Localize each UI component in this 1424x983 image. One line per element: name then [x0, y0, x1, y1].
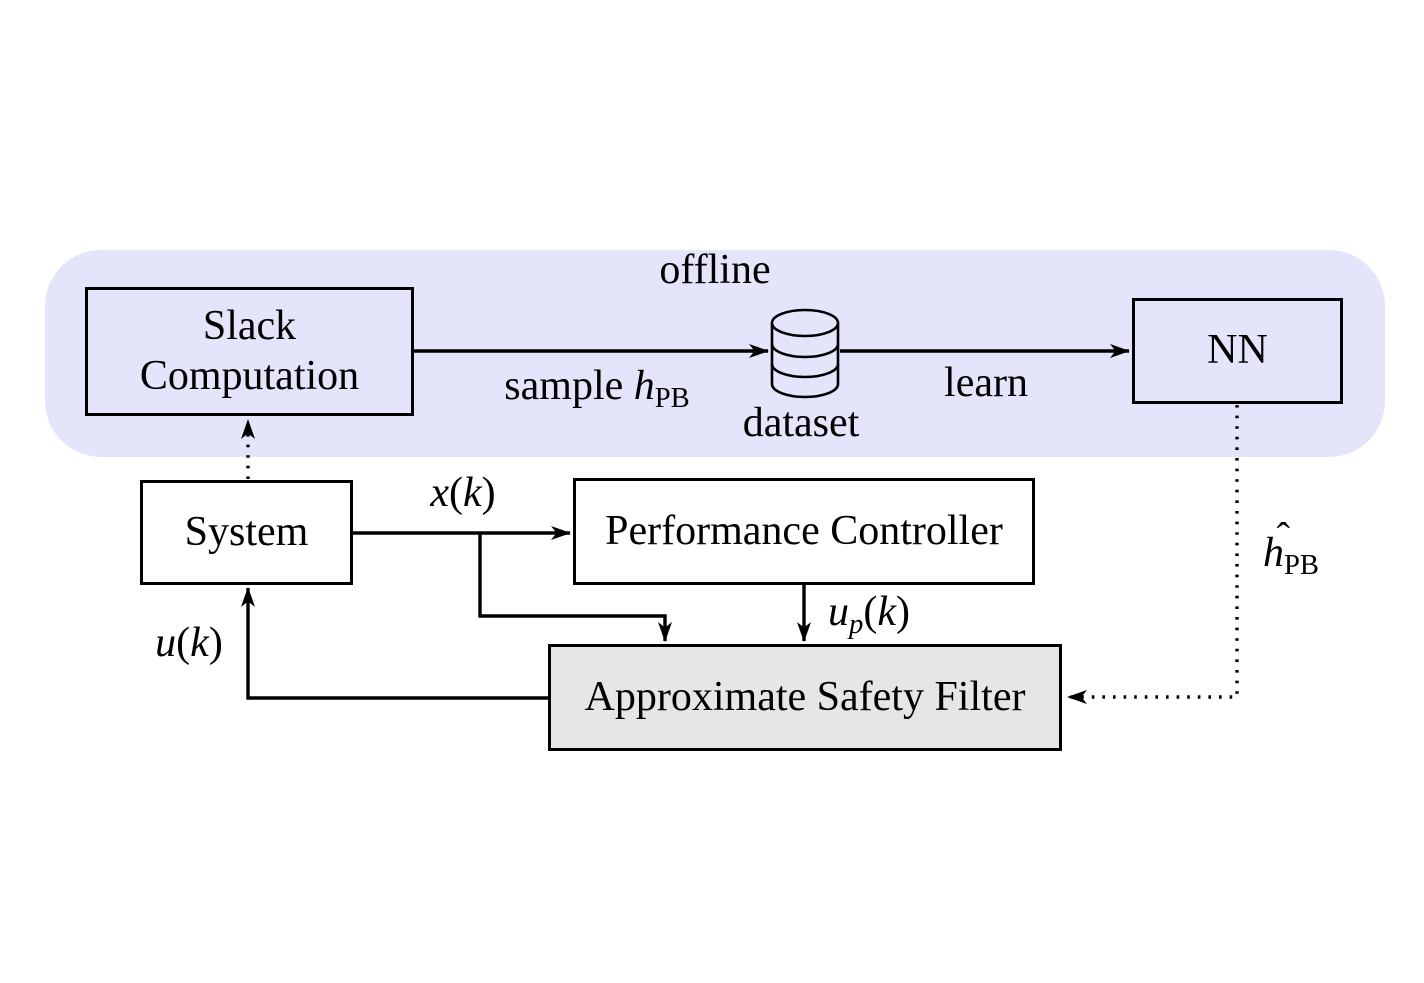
- node-slack-label: Slack Computation: [139, 302, 360, 399]
- edge-u-p-k-label: up(k): [828, 589, 910, 640]
- node-slack-computation: Slack Computation: [85, 287, 414, 416]
- offline-label: offline: [659, 247, 771, 293]
- edge-u-k-label: u(k): [155, 620, 223, 666]
- edge-sample-hpb-label: sample hPB: [504, 363, 690, 414]
- node-performance-controller: Performance Controller: [573, 478, 1035, 585]
- node-nn-label: NN: [1207, 327, 1268, 374]
- edge-x-k-label: x(k): [430, 470, 496, 516]
- node-system: System: [140, 480, 353, 585]
- node-nn: NN: [1132, 298, 1343, 404]
- node-approximate-safety-filter-label: Approximate Safety Filter: [584, 673, 1026, 720]
- database-icon: [770, 308, 840, 399]
- node-performance-controller-label: Performance Controller: [605, 507, 1003, 554]
- edge-learn-label: learn: [944, 360, 1028, 406]
- arrow-branch-to-filter: [478, 533, 672, 642]
- node-system-label: System: [184, 508, 309, 555]
- dotted-arrow-nn-to-filter: [1067, 405, 1239, 704]
- node-approximate-safety-filter: Approximate Safety Filter: [548, 644, 1062, 751]
- dataset-label: dataset: [742, 400, 860, 446]
- arrow-filter-to-system: [241, 587, 548, 700]
